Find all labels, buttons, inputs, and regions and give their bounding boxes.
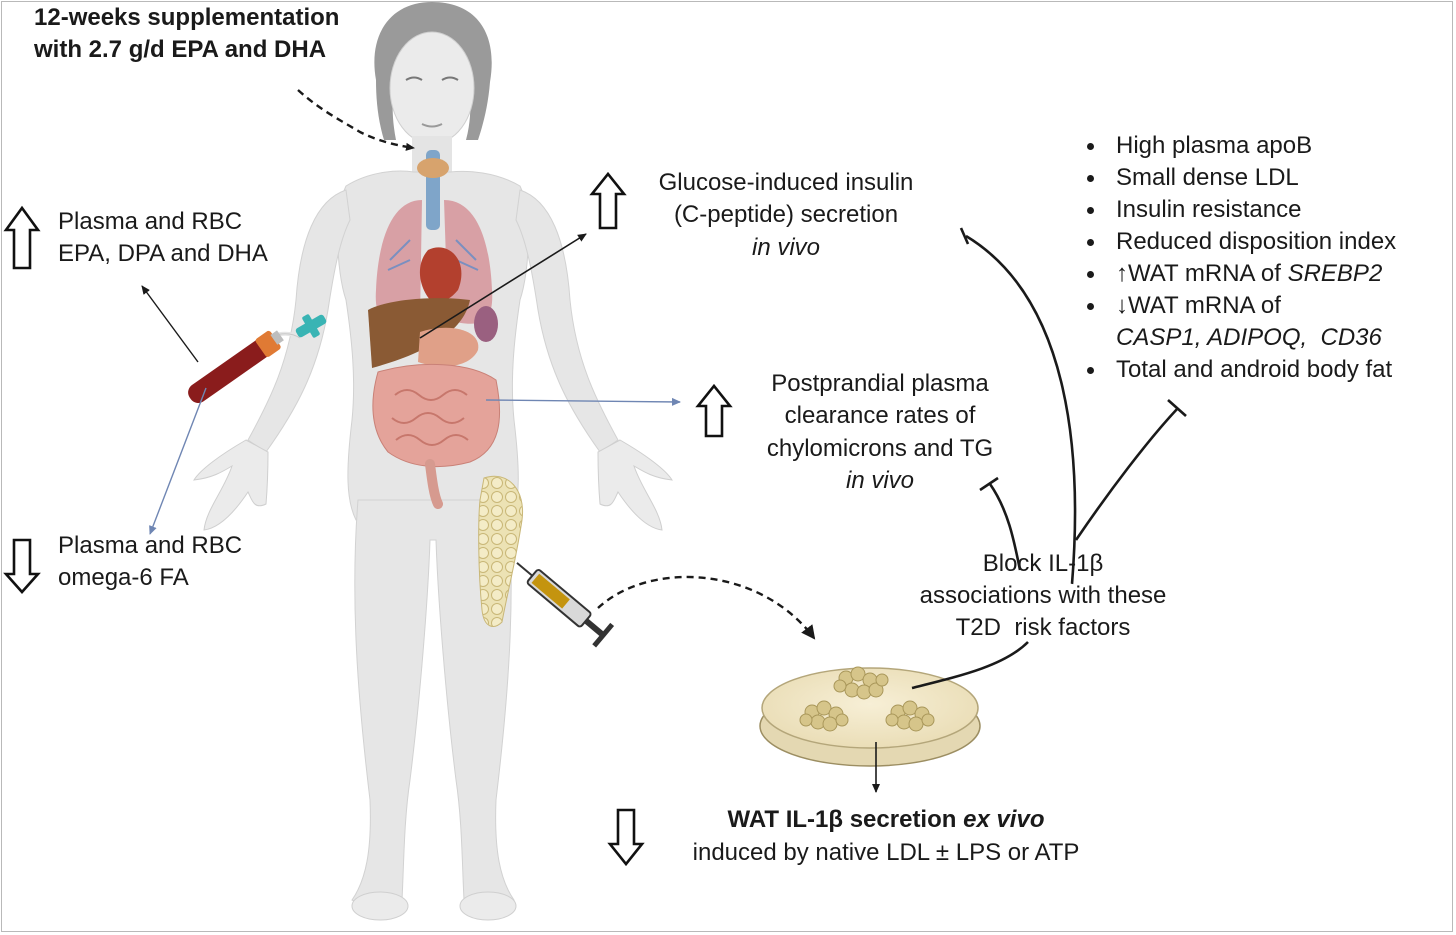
gene-names: CASP1, ADIPOQ, CD36	[1116, 324, 1382, 351]
risk-factor-item: ↑WAT mRNA of SREBP2	[1085, 258, 1396, 290]
clearance-line-3: chylomicrons and TG	[766, 435, 994, 462]
human-body-icon	[193, 2, 673, 921]
risk-factor-list: High plasma apoB Small dense LDL Insulin…	[1085, 130, 1396, 386]
title-line-2: with 2.7 g/d EPA and DHA	[34, 36, 327, 63]
wat-bold: WAT IL-1β secretion	[727, 806, 964, 833]
down-outline-arrow-icon-omega	[3, 538, 41, 594]
risk-factor-item: Insulin resistance	[1085, 194, 1396, 226]
up-outline-arrow-icon-plasma	[3, 205, 41, 270]
title-line-1: 12-weeks supplementation	[34, 4, 340, 31]
risk-factor-text: ↓WAT mRNA of	[1116, 292, 1281, 319]
up-outline-arrow-icon-clearance	[695, 383, 733, 438]
plasma-epa-line-2: EPA, DPA and DHA	[58, 240, 268, 267]
syringe-icon	[516, 562, 615, 648]
block-line-2: associations with these	[919, 582, 1167, 609]
risk-factor-item: High plasma apoB	[1085, 130, 1396, 162]
plasma-omega-line-2: omega-6 FA	[58, 564, 189, 591]
clearance-line-4: in vivo	[845, 467, 915, 494]
adipose-tissue-icon	[478, 475, 524, 627]
risk-factor-item: ↓WAT mRNA of CASP1, ADIPOQ, CD36	[1085, 290, 1396, 354]
risk-factor-text: Reduced disposition index	[1116, 228, 1397, 255]
block-line-1: Block IL-1β	[982, 550, 1104, 577]
risk-factor-item: Reduced disposition index	[1085, 226, 1396, 258]
wat-line-1: WAT IL-1β secretion ex vivo	[656, 804, 1116, 836]
insulin-line-2: (C-peptide) secretion	[673, 201, 899, 228]
gene-name: SREBP2	[1287, 260, 1383, 287]
wat-italic: ex vivo	[963, 806, 1045, 833]
down-outline-arrow-icon-wat	[607, 808, 645, 867]
blood-tube-icon	[188, 314, 327, 404]
risk-factor-text: Insulin resistance	[1116, 196, 1302, 223]
clearance-line-2: clearance rates of	[784, 402, 976, 429]
up-outline-arrow-icon-insulin	[589, 171, 627, 230]
plasma-epa-line-1: Plasma and RBC	[58, 208, 243, 235]
wat-line-2: induced by native LDL ± LPS or ATP	[692, 839, 1080, 866]
petri-dish-icon	[759, 666, 981, 767]
plasma-omega-line-1: Plasma and RBC	[58, 532, 243, 559]
block-line-3: T2D risk factors	[955, 614, 1131, 641]
risk-factor-item: Total and android body fat	[1085, 354, 1396, 386]
risk-factor-text: Small dense LDL	[1116, 164, 1299, 191]
clearance-line-1: Postprandial plasma	[771, 370, 989, 397]
inhibition-lines	[911, 227, 1187, 690]
risk-factor-text: Total and android body fat	[1116, 356, 1393, 383]
risk-factor-text: ↑WAT mRNA of	[1116, 260, 1288, 287]
risk-factor-item: Small dense LDL	[1085, 162, 1396, 194]
insulin-line-3: in vivo	[751, 234, 821, 261]
risk-factor-text: High plasma apoB	[1116, 132, 1313, 159]
insulin-line-1: Glucose-induced insulin	[658, 169, 914, 196]
